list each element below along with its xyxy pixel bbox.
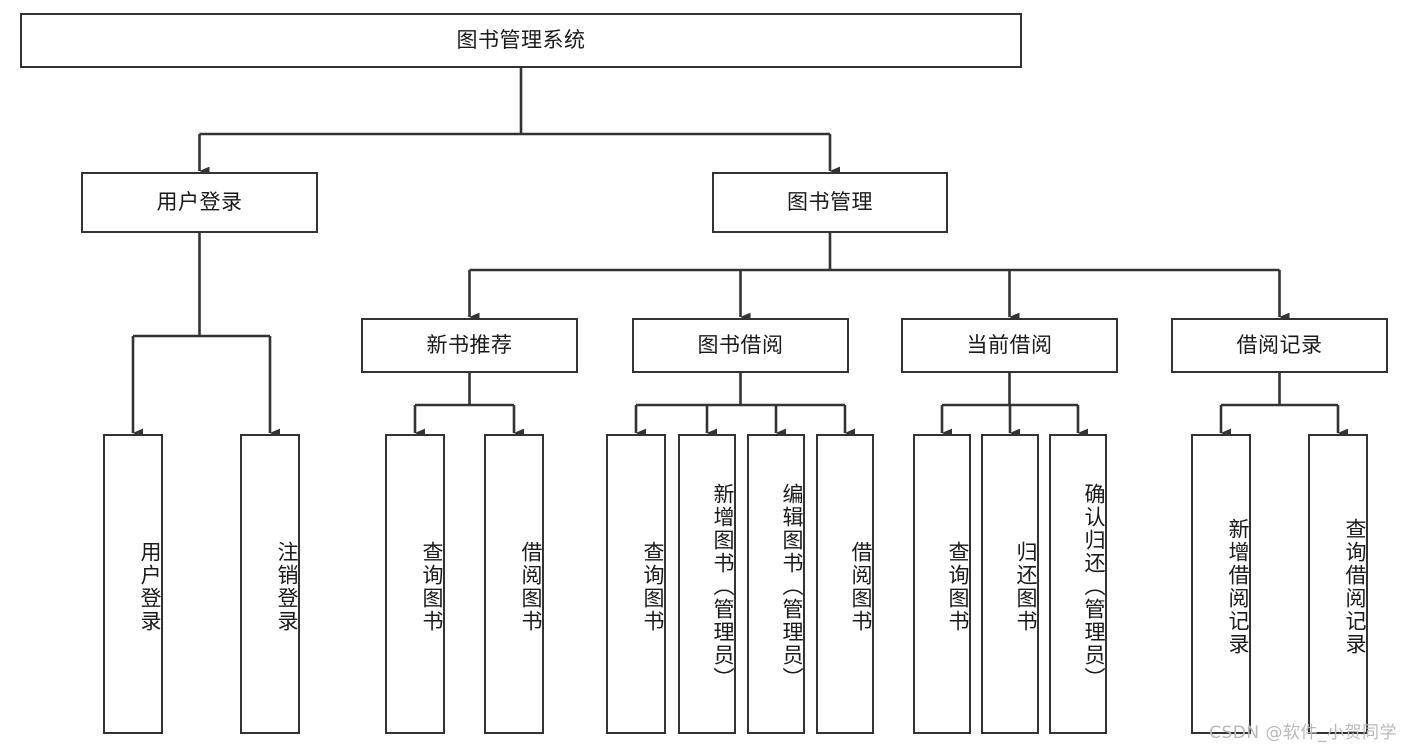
node-root[interactable]: 图书管理系统 xyxy=(20,13,1022,68)
node-new-book-recommend[interactable]: 新书推荐 xyxy=(361,318,578,373)
leaf-add-borrow-record[interactable]: 新增借阅记录 xyxy=(1191,434,1251,734)
node-borrow-record[interactable]: 借阅记录 xyxy=(1171,318,1388,373)
leaf-query-book-1-label: 查询图书 xyxy=(420,541,444,633)
leaf-query-borrow-record[interactable]: 查询借阅记录 xyxy=(1308,434,1368,734)
node-current-borrow[interactable]: 当前借阅 xyxy=(901,318,1118,373)
leaf-add-book[interactable]: 新增图书（管理员） xyxy=(678,434,736,734)
leaf-confirm-return[interactable]: 确认归还（管理员） xyxy=(1049,434,1107,734)
node-book-borrow-label: 图书借阅 xyxy=(697,332,784,357)
leaf-user-login[interactable]: 用户登录 xyxy=(103,434,163,734)
node-root-label: 图书管理系统 xyxy=(456,27,586,52)
leaf-query-book-1[interactable]: 查询图书 xyxy=(385,434,445,734)
leaf-confirm-return-label: 确认归还（管理员） xyxy=(1082,482,1106,690)
node-book-borrow[interactable]: 图书借阅 xyxy=(632,318,849,373)
leaf-query-book-2[interactable]: 查询图书 xyxy=(606,434,666,734)
leaf-borrow-book-2[interactable]: 借阅图书 xyxy=(816,434,874,734)
leaf-query-book-2-label: 查询图书 xyxy=(641,541,665,633)
leaf-user-logout-label: 注销登录 xyxy=(275,541,299,633)
leaf-add-book-label: 新增图书（管理员） xyxy=(711,482,735,690)
watermark-text: CSDN @软件_小贺同学 xyxy=(1209,723,1397,743)
leaf-return-book-label: 归还图书 xyxy=(1014,541,1038,633)
leaf-edit-book-label: 编辑图书（管理员） xyxy=(780,482,804,690)
node-new-book-recommend-label: 新书推荐 xyxy=(426,332,513,357)
edges-group xyxy=(131,68,1349,438)
leaf-borrow-book-1-label: 借阅图书 xyxy=(519,541,543,633)
leaf-edit-book[interactable]: 编辑图书（管理员） xyxy=(747,434,805,734)
leaf-query-book-3-label: 查询图书 xyxy=(946,541,970,633)
leaf-query-borrow-record-label: 查询借阅记录 xyxy=(1343,518,1367,656)
leaf-return-book[interactable]: 归还图书 xyxy=(981,434,1039,734)
leaf-query-book-3[interactable]: 查询图书 xyxy=(913,434,971,734)
leaf-user-logout[interactable]: 注销登录 xyxy=(240,434,300,734)
node-current-borrow-label: 当前借阅 xyxy=(966,332,1053,357)
leaf-user-login-label: 用户登录 xyxy=(138,541,162,633)
leaf-borrow-book-2-label: 借阅图书 xyxy=(849,541,873,633)
node-borrow-record-label: 借阅记录 xyxy=(1236,332,1323,357)
node-user-login[interactable]: 用户登录 xyxy=(81,172,318,233)
node-user-login-label: 用户登录 xyxy=(156,189,243,214)
leaf-add-borrow-record-label: 新增借阅记录 xyxy=(1226,518,1250,656)
node-book-manage[interactable]: 图书管理 xyxy=(712,172,948,233)
node-book-manage-label: 图书管理 xyxy=(787,189,873,214)
leaf-borrow-book-1[interactable]: 借阅图书 xyxy=(484,434,544,734)
